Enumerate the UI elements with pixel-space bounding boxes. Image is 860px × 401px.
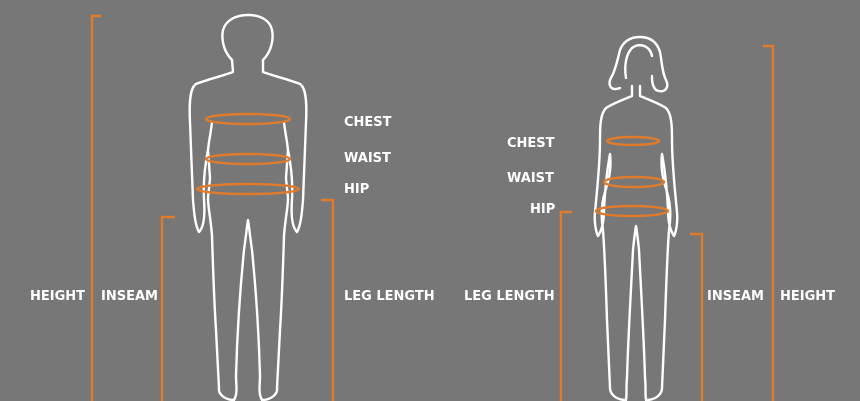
male-height-label: HEIGHT: [30, 290, 85, 303]
male-leg-length-bracket: [321, 200, 333, 401]
female-figure: [595, 37, 678, 400]
male-hip-label: HIP: [344, 183, 369, 196]
female-leg-length-label: LEG LENGTH: [464, 290, 555, 303]
male-chest-ring: [206, 114, 290, 124]
female-inseam-label: INSEAM: [707, 290, 764, 303]
male-hip-ring: [197, 184, 299, 194]
female-face-outline: [625, 45, 652, 78]
male-arm-inner-right: [284, 122, 288, 150]
female-hip-ring: [596, 206, 668, 216]
male-head-outline: [222, 15, 272, 60]
male-waist-ring: [206, 154, 290, 164]
female-leg-length-bracket: [561, 212, 572, 401]
female-waist-ring: [604, 177, 664, 187]
male-arm-inner-left: [208, 122, 212, 150]
female-brackets: [561, 46, 773, 401]
male-waist-label: WAIST: [344, 152, 391, 165]
female-height-bracket: [763, 46, 773, 401]
male-chest-label: CHEST: [344, 116, 392, 129]
male-height-bracket: [92, 16, 101, 401]
female-hip-label: HIP: [530, 203, 555, 216]
male-figure: [190, 15, 307, 400]
female-waist-label: WAIST: [507, 172, 554, 185]
male-brackets: [92, 16, 333, 401]
female-body-outline: [595, 86, 678, 400]
male-body-outline: [190, 60, 307, 400]
female-chest-ring: [607, 137, 659, 145]
female-chest-label: CHEST: [507, 137, 555, 150]
female-height-label: HEIGHT: [780, 290, 835, 303]
male-inseam-label: INSEAM: [101, 290, 158, 303]
male-leg-length-label: LEG LENGTH: [344, 290, 435, 303]
female-inseam-bracket: [690, 234, 702, 401]
male-inseam-bracket: [162, 217, 175, 401]
